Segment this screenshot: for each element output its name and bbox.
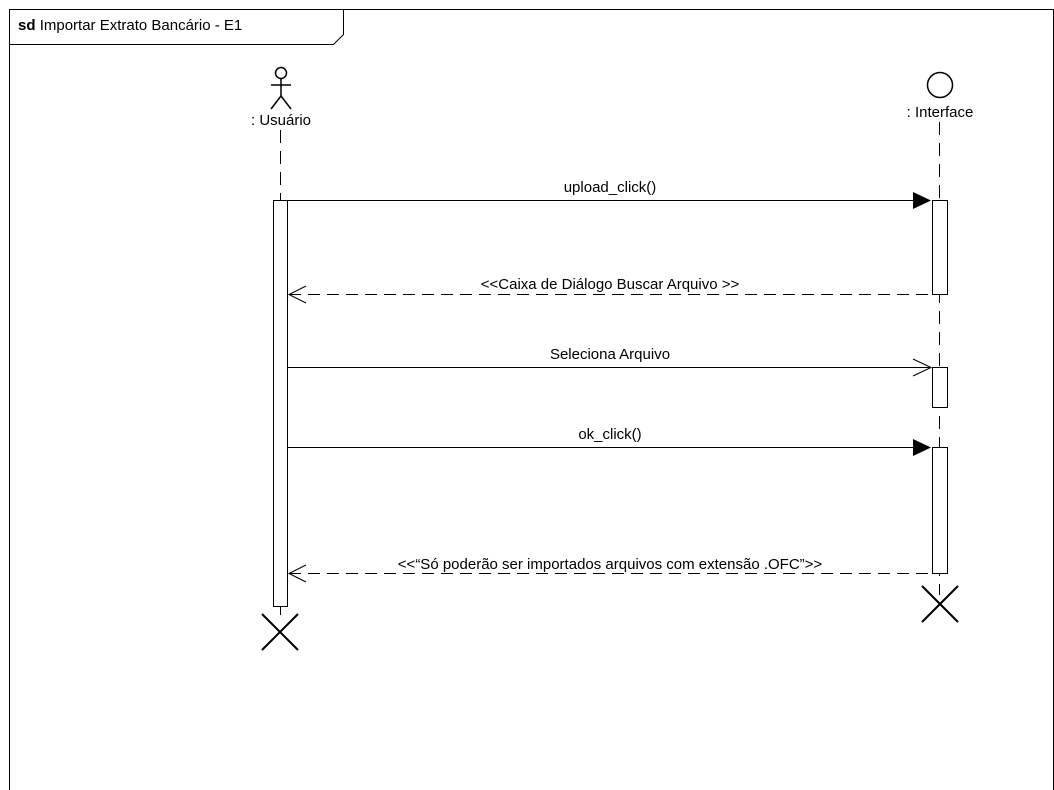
sync-arrowhead <box>913 439 931 456</box>
open-arrowhead <box>287 285 307 304</box>
lifeline-label-interface: : Interface <box>907 104 974 121</box>
boundary-icon <box>926 71 954 99</box>
message-label: <<Caixa de Diálogo Buscar Arquivo >> <box>481 276 740 293</box>
destroy-icon-interface <box>921 585 959 623</box>
open-arrowhead <box>912 358 933 377</box>
message-label: upload_click() <box>564 179 657 196</box>
lifeline-label-user: : Usuário <box>251 112 311 129</box>
message-label: ok_click() <box>578 426 641 443</box>
sync-arrowhead <box>913 192 931 209</box>
open-arrowhead <box>287 564 307 583</box>
frame-title-tab <box>9 9 344 45</box>
destroy-icon-user <box>261 613 299 651</box>
frame-title: sd Importar Extrato Bancário - E1 <box>18 17 242 34</box>
frame-title-text: Importar Extrato Bancário - E1 <box>40 17 243 34</box>
message-label: Seleciona Arquivo <box>550 346 670 363</box>
frame-keyword: sd <box>18 17 36 34</box>
message-label: <<“Só poderão ser importados arquivos co… <box>398 556 823 573</box>
activation-bar-interface-2 <box>932 367 948 408</box>
label-background <box>320 555 906 573</box>
activation-bar-interface-1 <box>932 200 948 295</box>
diagram-frame <box>9 9 1054 790</box>
activation-bar-interface-3 <box>932 447 948 574</box>
actor-icon <box>270 66 292 110</box>
activation-bar-user <box>273 200 288 607</box>
